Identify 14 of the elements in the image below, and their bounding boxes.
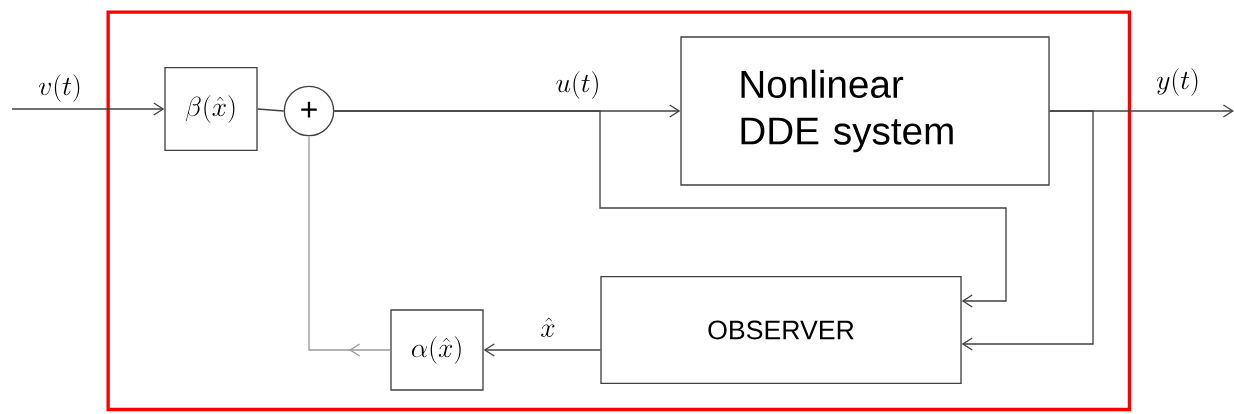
arrow xyxy=(483,343,601,357)
arrow xyxy=(961,110,1094,351)
edge-label: $y(t)$ xyxy=(1157,68,1198,96)
arrow xyxy=(333,110,1007,308)
block-box: $\alpha(\hat{x})$ xyxy=(390,309,484,391)
process-box: OBSERVER xyxy=(600,276,962,384)
edge-label: $\hat{x}$ xyxy=(541,317,555,337)
edge-label: $u(t)$ xyxy=(556,71,598,99)
frame-border xyxy=(106,10,1132,412)
arrow xyxy=(11,102,165,116)
process-box: Nonlinear DDE system xyxy=(680,36,1050,186)
edge-label: $v(t)$ xyxy=(39,74,80,102)
block-box: $\beta(\hat{x})$ xyxy=(164,67,258,151)
summing-junction: + xyxy=(283,85,335,137)
